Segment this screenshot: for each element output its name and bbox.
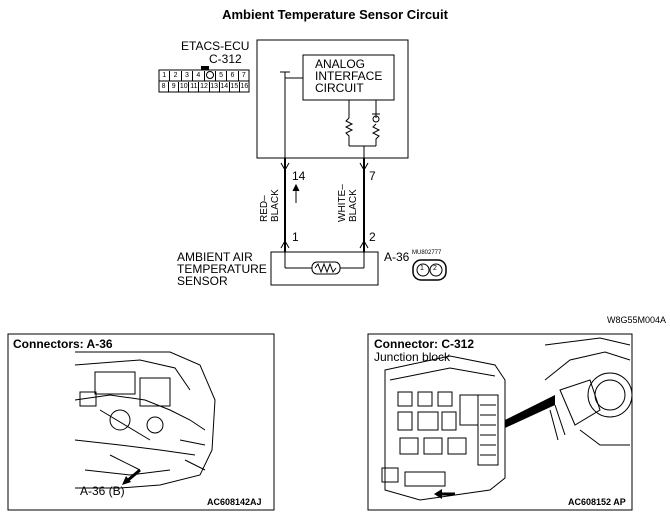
connector-pin-cell: 7 <box>241 72 246 79</box>
connector-pin-cell: 15 <box>230 82 240 92</box>
interface-label: ANALOG INTERFACE CIRCUIT <box>315 58 382 94</box>
c312-connector-face <box>158 66 250 93</box>
connector-pin-cell: 11 <box>190 82 200 92</box>
wire-color-right-line1: WHITE– <box>337 184 348 222</box>
engine-bay-illustration <box>74 351 216 489</box>
connector-pin-cell: 12 <box>200 82 210 92</box>
connector-pin-cell: 2 <box>170 71 182 81</box>
sensor-label-line3: SENSOR <box>177 274 228 288</box>
thermistor-symbol <box>311 261 341 275</box>
connector-pin-cell: 10 <box>179 82 190 92</box>
diagram-code: W8G55M004A <box>607 315 667 325</box>
callout-arrow-left <box>126 468 141 483</box>
wire-color-left-line1: RED– <box>259 195 270 222</box>
a36-connector-face <box>412 259 447 281</box>
ecu-internal-wire-left <box>284 72 303 79</box>
pin-ecu-14: 14 <box>292 169 306 183</box>
ecu-connector-id: C-312 <box>209 52 242 66</box>
panel-left-callout: A-36 (B) <box>80 484 125 498</box>
wire-color-right-line2: BLACK <box>348 189 359 222</box>
connector-pin-cell: 14 <box>220 82 230 92</box>
sensor-box <box>270 251 379 286</box>
sensor-pin-2: 2 <box>433 265 437 272</box>
connector-pin-cell: 4 <box>193 71 205 81</box>
wire-color-left: RED– BLACK <box>259 189 281 222</box>
sensor-connector-id: A-36 <box>384 250 410 264</box>
connector-pin-cell: 8 <box>159 82 170 92</box>
interface-label-line1: ANALOG <box>315 57 366 71</box>
connector-pin-cell: 13 <box>210 82 220 92</box>
interface-label-line3: CIRCUIT <box>315 81 364 95</box>
ecu-name: ETACS-ECU <box>181 39 250 53</box>
connector-pin-cell: 6 <box>227 71 239 81</box>
resistor-symbol <box>344 117 354 146</box>
sensor-label-line2: TEMPERATURE <box>177 262 267 276</box>
connector-pin-cell: 3 <box>182 71 194 81</box>
connector-pin-cell: 5 <box>216 71 228 81</box>
sensor-pin-1: 1 <box>420 265 424 272</box>
panel-right-code: AC608152 AP <box>568 497 626 507</box>
connector-pin-cell: 16 <box>240 83 249 90</box>
connector-pin-cell: 1 <box>159 71 171 81</box>
wire-color-right: WHITE– BLACK <box>337 184 359 222</box>
interface-label-line2: INTERFACE <box>315 69 383 83</box>
connector-key-mark <box>205 71 216 81</box>
pin-sensor-2: 2 <box>369 230 376 244</box>
panel-right-subtitle: Junction block <box>374 350 451 364</box>
pin-ecu-7: 7 <box>369 169 376 183</box>
dashboard-illustration <box>544 337 633 446</box>
sensor-label: AMBIENT AIR TEMPERATURE SENSOR <box>177 251 267 287</box>
panel-left-title: Connectors: A-36 <box>13 337 113 351</box>
panel-right-title: Connector: C-312 <box>374 337 475 351</box>
panel-left-frame <box>7 333 275 511</box>
ecu-box <box>256 39 409 159</box>
sensor-label-line1: AMBIENT AIR <box>177 250 253 264</box>
pin-sensor-1: 1 <box>292 230 299 244</box>
sensor-part-number: MU802777 <box>412 250 442 256</box>
panel-left-code: AC608142AJ <box>207 497 262 507</box>
diagram-title: Ambient Temperature Sensor Circuit <box>222 7 448 22</box>
panel-right-frame <box>367 333 633 511</box>
wire-color-left-line2: BLACK <box>270 189 281 222</box>
connector-pin-cell: 9 <box>169 82 180 92</box>
junction-block-illustration <box>381 355 506 501</box>
